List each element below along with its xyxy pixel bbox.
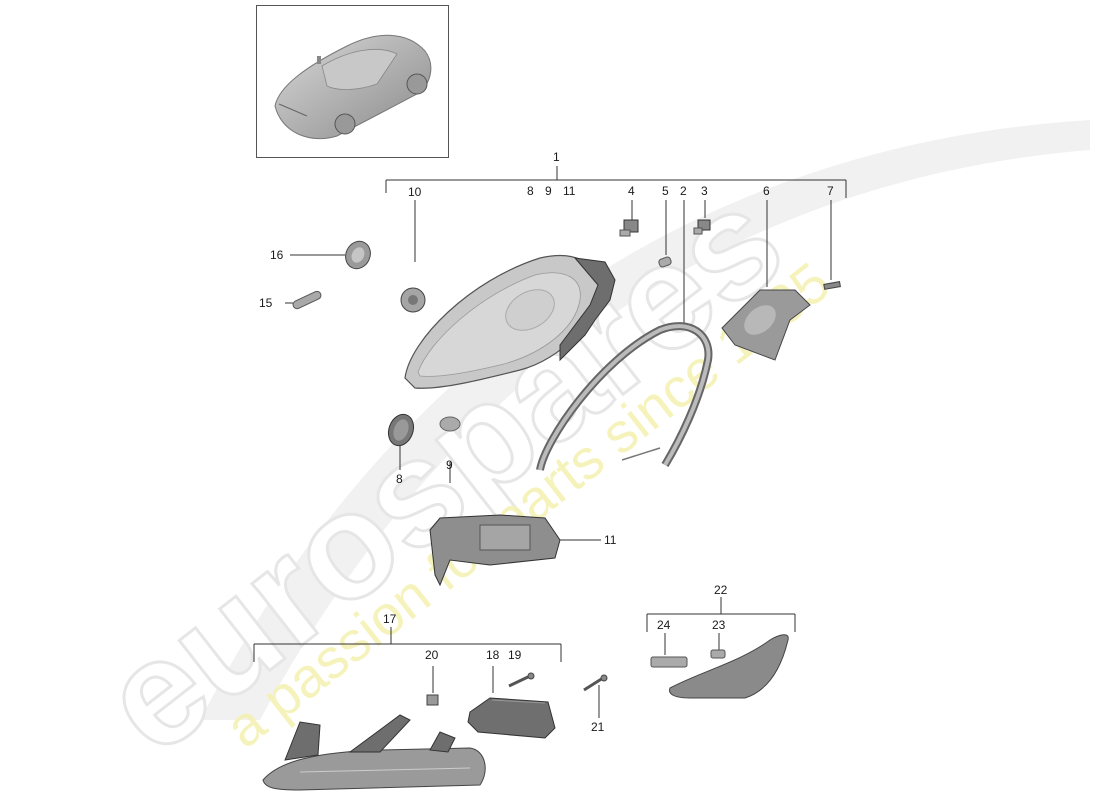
callout-20[interactable]: 20 — [425, 648, 439, 662]
group-22-bracket — [646, 597, 796, 655]
callout-2[interactable]: 2 — [680, 184, 687, 198]
callout-4[interactable]: 4 — [628, 184, 635, 198]
part-21-screw[interactable] — [583, 674, 608, 692]
part-3-bulb[interactable] — [693, 219, 711, 235]
callout-8[interactable]: 8 — [396, 472, 403, 486]
part-20-nut[interactable] — [426, 694, 439, 706]
part-4-bulb-socket[interactable] — [619, 219, 639, 237]
callout-22[interactable]: 22 — [714, 583, 728, 597]
callout-1-sub-9: 9 — [545, 184, 552, 198]
callout-11[interactable]: 11 — [604, 533, 617, 547]
callout-1-sub-8: 8 — [527, 184, 534, 198]
callout-5[interactable]: 5 — [662, 184, 669, 198]
part-7-screw[interactable] — [823, 281, 841, 290]
callout-6[interactable]: 6 — [763, 184, 770, 198]
part-16-grommet[interactable] — [341, 237, 375, 273]
part-19-screw[interactable] — [508, 672, 535, 688]
callout-1[interactable]: 1 — [553, 150, 560, 164]
callout-10[interactable]: 10 — [408, 185, 422, 199]
callout-16[interactable]: 16 — [270, 248, 284, 262]
part-10-bulb-holder[interactable] — [400, 287, 426, 313]
callout-7[interactable]: 7 — [827, 184, 834, 198]
part-11-bracket[interactable] — [429, 514, 561, 587]
part-2-gasket[interactable] — [536, 322, 713, 471]
part-15-adjuster[interactable] — [292, 290, 323, 310]
part-23-bulb[interactable] — [710, 649, 726, 659]
callout-24[interactable]: 24 — [657, 618, 671, 632]
callout-19[interactable]: 19 — [508, 648, 522, 662]
part-22-side-marker[interactable] — [669, 634, 789, 699]
group-17-bracket — [253, 627, 600, 718]
callout-1-sub-11: 11 — [563, 184, 576, 198]
callout-17[interactable]: 17 — [383, 612, 397, 626]
part-5-bulb[interactable] — [658, 256, 672, 268]
group-1-bracket — [285, 166, 847, 541]
part-9-plug[interactable] — [439, 416, 461, 432]
part-6-cover[interactable] — [721, 289, 811, 361]
callout-21[interactable]: 21 — [591, 720, 605, 734]
part-18-module[interactable] — [467, 697, 556, 739]
part-17-daytime-running-light[interactable] — [262, 714, 486, 791]
callout-18[interactable]: 18 — [486, 648, 500, 662]
car-illustration — [274, 34, 432, 140]
part-8-cap[interactable] — [384, 411, 417, 449]
part-24-socket[interactable] — [650, 656, 688, 668]
callout-3[interactable]: 3 — [701, 184, 708, 198]
callout-15[interactable]: 15 — [259, 296, 273, 310]
callout-9[interactable]: 9 — [446, 458, 453, 472]
callout-23[interactable]: 23 — [712, 618, 726, 632]
vehicle-thumbnail — [256, 5, 449, 158]
part-1-headlight-housing[interactable] — [404, 254, 616, 389]
